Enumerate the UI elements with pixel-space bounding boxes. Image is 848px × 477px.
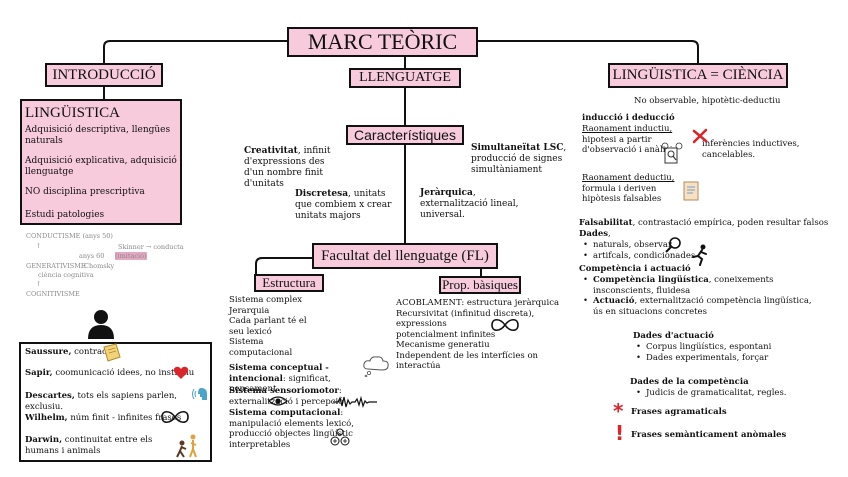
estructura-line: Cada parlant té el bbox=[229, 316, 307, 326]
thought-cloud-icon bbox=[363, 356, 389, 377]
frases-anomales: Frases semànticament anòmales bbox=[631, 430, 787, 440]
prop-line: Recursivitat (infinitud discreta), expre… bbox=[396, 308, 535, 330]
raonament-deductiu-text: formula i deriven hipòtesis falsables bbox=[582, 183, 662, 205]
jerarquica-text: Jeràrquica, externalització lineal, univ… bbox=[420, 188, 519, 220]
linguistica-ciencia-heading: LINGÜISTICA = CIÈNCIA bbox=[608, 63, 788, 88]
dades-item: artifcals, condicionades bbox=[583, 251, 703, 262]
infinity-icon bbox=[491, 318, 519, 332]
dades-title: Dades, bbox=[579, 229, 611, 239]
linguistica-item: Estudi patologies bbox=[25, 210, 105, 220]
ciencia-cognitiva-label: ciència cognitiva bbox=[38, 271, 94, 279]
sistema-computacional-text: Sistema computacional: manipulació eleme… bbox=[229, 408, 354, 450]
dades-list: naturals, observar artifcals, condiciona… bbox=[583, 240, 703, 261]
prop-line: ACOBLAMENT: estructura jeràrquica bbox=[396, 298, 560, 308]
facultat-llenguatge-heading: Facultat del llenguatge (FL) bbox=[312, 243, 498, 269]
brain-gears-icon bbox=[330, 428, 350, 446]
runner-icon bbox=[692, 244, 707, 266]
introduccio-heading: INTRODUCCIÓ bbox=[45, 63, 163, 87]
sound-wave-icon bbox=[333, 396, 377, 408]
raonament-deductiu: Raonament deductiu, formula i deriven hi… bbox=[582, 173, 682, 205]
prop-basiques-heading: Prop. bàsiques bbox=[439, 276, 521, 294]
estructura-line: seu lexicó bbox=[229, 326, 272, 337]
dades-competencia-title: Dades de la competència bbox=[630, 377, 749, 387]
note-icon bbox=[103, 343, 121, 362]
competencia-item: Competència lingüística, coneixements in… bbox=[583, 275, 813, 296]
chomsky-label: Chomsky bbox=[84, 262, 115, 270]
generativisme-label: GENERATIVISME bbox=[26, 262, 86, 270]
author-row: Saussure, contracte bbox=[25, 347, 116, 357]
prop-line: Independent de les interfícies on intera… bbox=[396, 350, 539, 372]
document-icon bbox=[683, 181, 699, 201]
llenguatge-heading: LLENGUATGE bbox=[349, 68, 461, 88]
raonament-inductiu-title: Raonament inductiu, bbox=[582, 124, 673, 134]
main-title: MARC TEÒRIC bbox=[287, 27, 478, 57]
discretesa-text: Discretesa, unitats que combiem x crear … bbox=[295, 189, 392, 221]
estructura-line: Sistema complex bbox=[229, 295, 303, 305]
estructura-line: Sistema bbox=[229, 337, 264, 347]
ciencia-subtitle: No observable, hipotètic-deductiu bbox=[634, 96, 781, 106]
authors-box: Saussure, contracte Sapir, coomunicació … bbox=[19, 342, 212, 462]
author-row: Wilhelm, núm finit - infinites frases bbox=[25, 413, 182, 423]
dades-actuacio-title: Dades d'actuació bbox=[633, 331, 714, 341]
estructura-line: Jerarquia bbox=[229, 305, 270, 316]
arrow-up: ↑ bbox=[36, 242, 42, 250]
raonament-inductiu-text: hipotesi a partir d'observació i anàlisi bbox=[582, 134, 673, 156]
frases-agramaticals: Frases agramaticals bbox=[631, 407, 727, 417]
creativitat-text: Creativitat, infinit d'expressions des d… bbox=[244, 146, 331, 189]
magnifier-icon bbox=[665, 237, 681, 253]
inferencies-text: inferències inductives, cancelables. bbox=[702, 139, 800, 160]
competencia-title: Competència i actuació bbox=[579, 264, 691, 274]
dades-actuacio-item: Dades experimentals, forçar bbox=[636, 353, 796, 364]
person-icon bbox=[88, 310, 114, 339]
linguistica-item: Adquisició explicativa, adquisició lleng… bbox=[25, 156, 177, 177]
asterisk-mark: * bbox=[613, 399, 624, 423]
raonament-deductiu-title: Raonament deductiu, bbox=[582, 173, 675, 183]
dades-competencia-item: Judicis de gramaticalitat, regles. bbox=[636, 388, 796, 399]
prop-line: Mecanisme generatiu bbox=[396, 340, 490, 350]
imitacio-label: (imitació) bbox=[115, 252, 147, 260]
cognitivisme-label: COGNITIVISME bbox=[26, 290, 80, 298]
anys60-label: anys 60 bbox=[79, 252, 105, 260]
dades-actuacio-list: Corpus lingüístics, espontani Dades expe… bbox=[636, 342, 796, 363]
dades-competencia-list: Judicis de gramaticalitat, regles. bbox=[636, 388, 796, 399]
cross-icon bbox=[692, 128, 708, 144]
document-icon bbox=[661, 142, 683, 164]
author-row: Darwin, continuitat entre els humans i a… bbox=[25, 435, 153, 456]
dades-actuacio-item: Corpus lingüístics, espontani bbox=[636, 342, 796, 353]
estructura-list: Sistema complex Jerarquia Cada parlant t… bbox=[229, 295, 309, 358]
linguistica-item: Adquisició descriptiva, llengües natural… bbox=[25, 125, 171, 146]
competencia-list: Competència lingüística, coneixements in… bbox=[583, 275, 813, 317]
skinner-label: Skinner → conducta bbox=[118, 243, 184, 251]
estructura-line: computacional bbox=[229, 347, 293, 358]
prop-basiques-list: ACOBLAMENT: estructura jeràrquica Recurs… bbox=[396, 298, 571, 372]
arrow-up: ↑ bbox=[36, 280, 42, 288]
induccio-title: inducció i deducció bbox=[582, 113, 675, 123]
dades-item: naturals, observar bbox=[583, 240, 703, 251]
speaking-head-icon bbox=[192, 388, 207, 400]
caracteristiques-heading: Característiques bbox=[346, 125, 464, 145]
simultaneitat-text: Simultaneïtat LSC, producció de signes s… bbox=[471, 143, 567, 175]
sistema-conceptual-text: Sistema conceptual - intencional: signif… bbox=[229, 363, 331, 394]
author-row: Descartes, tots els sapiens parlen, excl… bbox=[25, 391, 177, 412]
linguistica-item: NO disciplina prescriptiva bbox=[25, 187, 145, 197]
linguistica-title: LINGÜISTICA bbox=[25, 105, 120, 121]
paradigm-timeline: CONDUCTISME (anys 50) ↑ Skinner → conduc… bbox=[26, 232, 186, 302]
heart-icon bbox=[173, 366, 189, 379]
evolution-icon bbox=[176, 434, 197, 458]
exclamation-mark: ! bbox=[615, 421, 625, 445]
raonament-inductiu: Raonament inductiu, hipotesi a partir d'… bbox=[582, 124, 674, 156]
conductisme-label: CONDUCTISME (anys 50) bbox=[26, 232, 113, 240]
eye-icon bbox=[268, 396, 288, 406]
falsabilitat-text: Falsabilitat, contrastació empírica, pod… bbox=[579, 218, 829, 228]
prop-line: potencialment infinites bbox=[396, 329, 496, 340]
author-row: Sapir, coomunicació idees, no instintiu bbox=[25, 368, 195, 378]
linguistica-box: LINGÜISTICA Adquisició descriptiva, llen… bbox=[20, 99, 182, 225]
infinity-icon bbox=[161, 410, 189, 424]
actuacio-item: Actuació, externalització competència li… bbox=[583, 296, 813, 317]
estructura-heading: Estructura bbox=[254, 274, 324, 292]
